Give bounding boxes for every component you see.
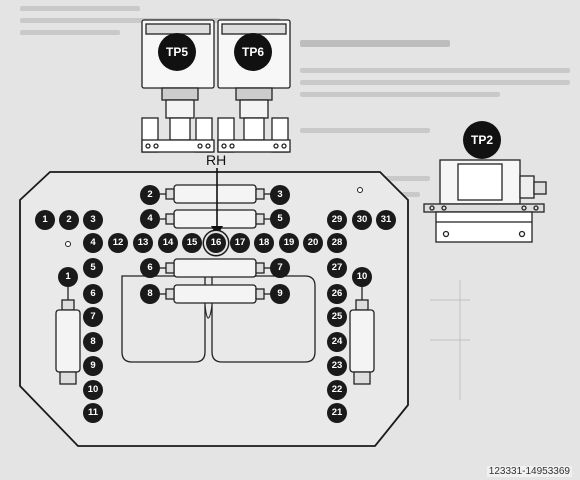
point-9: 9 bbox=[83, 356, 103, 376]
point-30: 30 bbox=[352, 210, 372, 230]
point-7: 7 bbox=[83, 307, 103, 327]
point-4: 4 bbox=[83, 233, 103, 253]
valve-point-6: 6 bbox=[140, 258, 160, 278]
point-29: 29 bbox=[327, 210, 347, 230]
point-13: 13 bbox=[133, 233, 153, 253]
left-vertical-valve bbox=[55, 284, 81, 385]
point-19: 19 bbox=[279, 233, 299, 253]
valve-point-9: 9 bbox=[270, 284, 290, 304]
right-vertical-valve bbox=[349, 284, 375, 385]
tp5-actuator bbox=[141, 19, 215, 153]
valve-point-8: 8 bbox=[140, 284, 160, 304]
point-10: 10 bbox=[83, 380, 103, 400]
tp2-assembly bbox=[423, 159, 547, 243]
valve-point-4: 4 bbox=[140, 209, 160, 229]
rh-arrow bbox=[211, 168, 223, 236]
point-8: 8 bbox=[83, 332, 103, 352]
point-1: 1 bbox=[35, 210, 55, 230]
point-31: 31 bbox=[376, 210, 396, 230]
tp5-callout: TP5 bbox=[158, 33, 196, 71]
point-23: 23 bbox=[327, 356, 347, 376]
point-6: 6 bbox=[83, 284, 103, 304]
point-3: 3 bbox=[83, 210, 103, 230]
point-2: 2 bbox=[59, 210, 79, 230]
tp2-callout: TP2 bbox=[463, 121, 501, 159]
lower-valve-pair bbox=[160, 258, 272, 304]
point-25: 25 bbox=[327, 307, 347, 327]
rh-label: RH bbox=[206, 152, 227, 168]
image-id-caption: 123331-14953369 bbox=[486, 466, 572, 477]
point-5: 5 bbox=[83, 258, 103, 278]
point-24: 24 bbox=[327, 332, 347, 352]
point-15: 15 bbox=[182, 233, 202, 253]
tp6-callout: TP6 bbox=[234, 33, 272, 71]
point-28: 28 bbox=[327, 233, 347, 253]
valve-point-3: 3 bbox=[270, 185, 290, 205]
channel-outline bbox=[121, 275, 206, 363]
point-12: 12 bbox=[108, 233, 128, 253]
valve-point-1: 1 bbox=[58, 267, 78, 287]
point-14: 14 bbox=[158, 233, 178, 253]
upper-valve-pair bbox=[160, 184, 272, 229]
valve-point-5: 5 bbox=[270, 209, 290, 229]
point-27: 27 bbox=[327, 258, 347, 278]
point-20: 20 bbox=[303, 233, 323, 253]
point-18: 18 bbox=[254, 233, 274, 253]
point-22: 22 bbox=[327, 380, 347, 400]
valve-point-10: 10 bbox=[352, 267, 372, 287]
point-21: 21 bbox=[327, 403, 347, 423]
valve-point-7: 7 bbox=[270, 258, 290, 278]
point-26: 26 bbox=[327, 284, 347, 304]
point-17: 17 bbox=[230, 233, 250, 253]
valve-point-2: 2 bbox=[140, 185, 160, 205]
point-16-rh: 16 bbox=[206, 233, 226, 253]
point-11: 11 bbox=[83, 403, 103, 423]
